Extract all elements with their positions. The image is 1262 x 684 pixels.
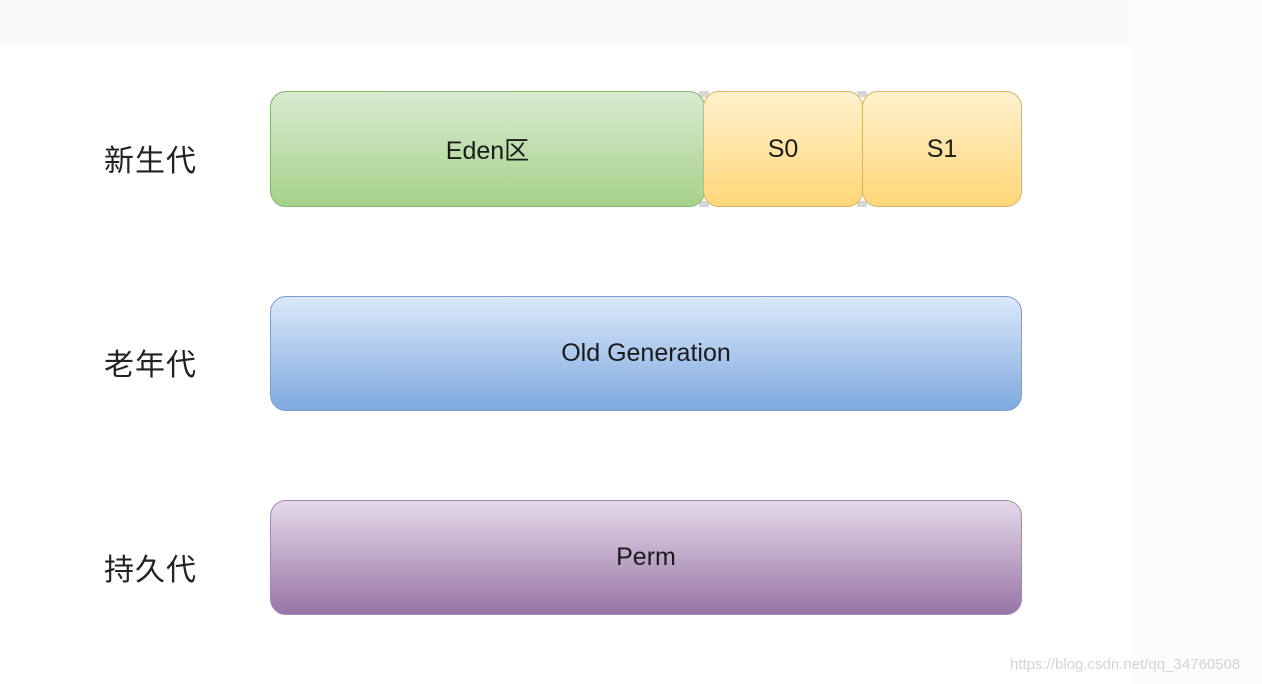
eden-label: Eden区 xyxy=(445,137,530,165)
old-generation-block: Old Generation xyxy=(270,296,1022,411)
survivor-s0-block: S0 xyxy=(703,91,863,207)
old-generation-block-label: Old Generation xyxy=(561,339,731,367)
perm-block: Perm xyxy=(270,500,1022,615)
eden-block: Eden区 xyxy=(270,91,705,207)
top-background-band xyxy=(0,0,1262,44)
source-watermark: https://blog.csdn.net/qq_34760508 xyxy=(1010,656,1241,673)
s1-label: S1 xyxy=(926,134,958,163)
eden-s0-bottom-joint xyxy=(699,201,709,207)
old-generation-label: 老年代 xyxy=(104,348,197,383)
permanent-generation-label: 持久代 xyxy=(104,553,197,588)
young-generation-label: 新生代 xyxy=(104,144,197,179)
survivor-s1-block: S1 xyxy=(862,91,1022,207)
s0-s1-top-joint xyxy=(857,91,867,97)
s0-label: S0 xyxy=(767,134,799,163)
eden-s0-top-joint xyxy=(699,91,709,97)
right-background-band xyxy=(1132,0,1262,684)
s0-s1-bottom-joint xyxy=(857,201,867,207)
perm-block-label: Perm xyxy=(616,543,676,571)
